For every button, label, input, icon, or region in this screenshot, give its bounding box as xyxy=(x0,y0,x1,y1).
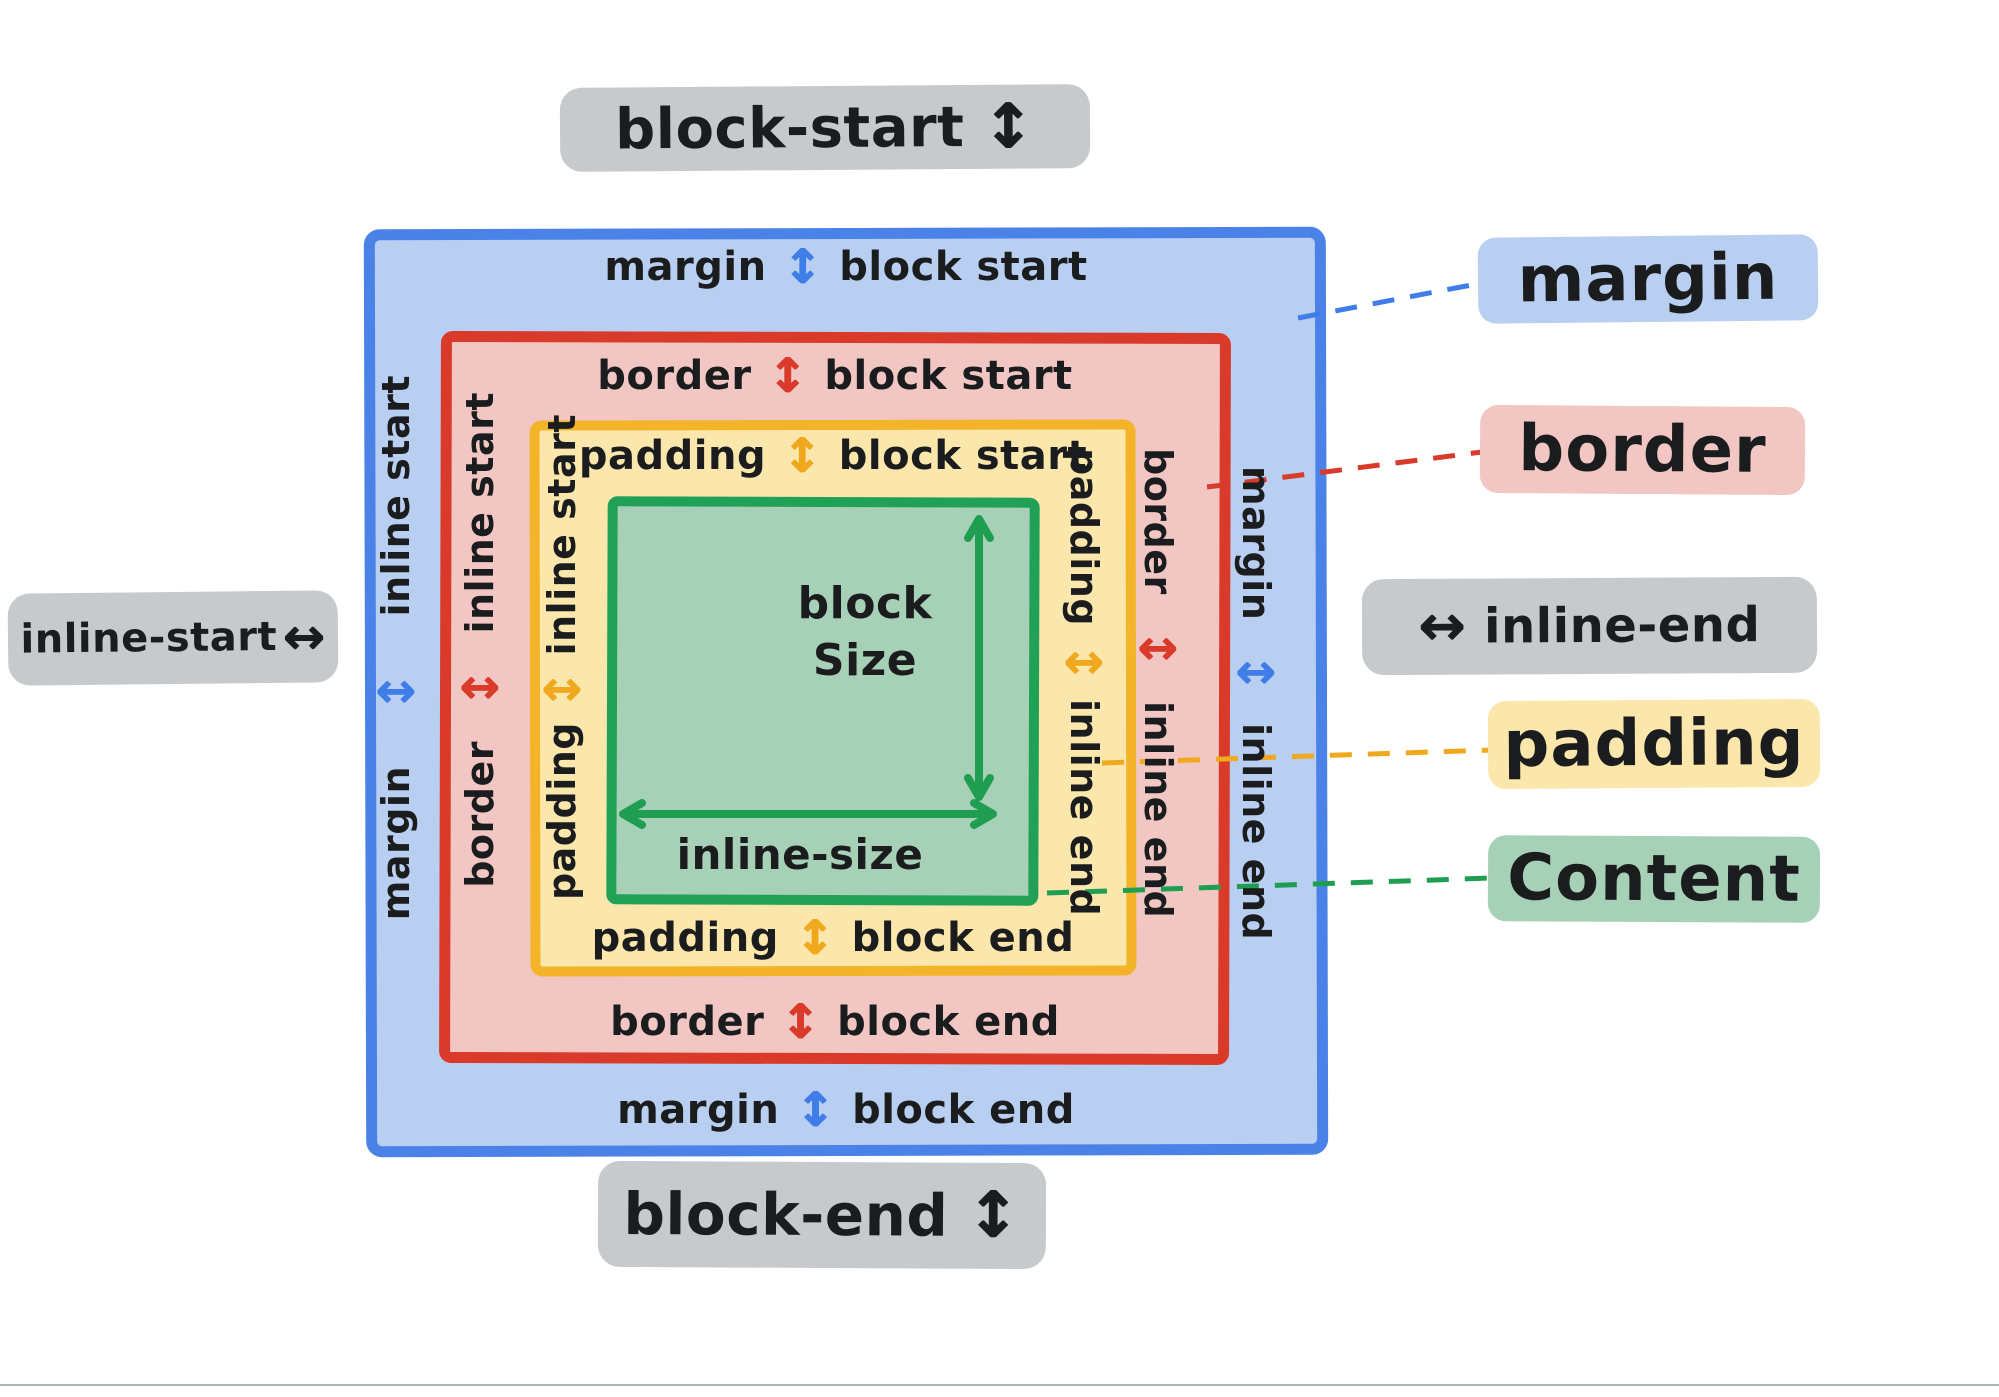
edge-label-border-inline-end: border ↔ inline end xyxy=(1130,448,1186,918)
padding-block-start-arrow-icon: ↕ xyxy=(782,428,823,484)
side-name: inline start xyxy=(540,414,584,656)
edge-label-margin-inline-end: margin ↔ inline end xyxy=(1228,466,1284,940)
inline-size-label: inline-size xyxy=(676,830,924,879)
axis-label-block-end: block-end xyxy=(623,1179,949,1250)
edge-label-padding-block-start: padding ↕ block start xyxy=(530,432,1136,480)
block-size-label-line1: block xyxy=(797,578,933,629)
edge-label-margin-block-end: margin ↕ block end xyxy=(365,1086,1327,1134)
side-name: block start xyxy=(838,433,1088,479)
edge-label-padding-inline-start: inline start ↔ padding xyxy=(534,414,590,900)
edge-label-border-block-start: border ↕ block start xyxy=(440,352,1230,400)
layer-name: margin xyxy=(604,244,767,290)
padding-block-end-arrow-icon: ↕ xyxy=(794,910,836,966)
axis-pill-inline-end: ↔ inline-end xyxy=(1361,576,1818,676)
margin-block-start-arrow-icon: ↕ xyxy=(782,239,824,295)
axis-label-inline-start: inline-start xyxy=(20,613,278,663)
layer-name: border xyxy=(597,353,752,399)
edge-label-border-block-end: border ↕ block end xyxy=(440,998,1230,1046)
layer-name: margin xyxy=(1234,466,1278,621)
side-name: inline end xyxy=(1136,700,1180,918)
side-name: inline end xyxy=(1062,698,1106,916)
side-name: inline start xyxy=(374,375,418,617)
side-name: block end xyxy=(851,915,1075,961)
legend-item-content: Content xyxy=(1487,835,1821,923)
side-name: block end xyxy=(837,999,1060,1045)
legend-label-margin: margin xyxy=(1517,240,1779,318)
edge-label-padding-block-end: padding ↕ block end xyxy=(530,914,1136,962)
inline-end-arrow-icon: ↔ xyxy=(1418,593,1467,659)
margin-inline-end-arrow-icon: ↔ xyxy=(1235,643,1277,700)
layer-name: border xyxy=(458,741,502,888)
layer-name: margin xyxy=(374,765,418,920)
legend-label-border: border xyxy=(1518,412,1767,488)
axis-pill-block-start: block-start ↕ xyxy=(559,84,1091,172)
margin-block-end-arrow-icon: ↕ xyxy=(795,1082,837,1138)
border-block-end-arrow-icon: ↕ xyxy=(780,994,822,1050)
axis-pill-block-end: block-end ↕ xyxy=(597,1160,1047,1270)
side-name: inline end xyxy=(1234,722,1278,940)
padding-inline-start-arrow-icon: ↔ xyxy=(541,660,583,717)
edge-label-padding-inline-end: padding ↔ inline end xyxy=(1056,448,1112,916)
layer-name: padding xyxy=(591,915,779,961)
layer-name: padding xyxy=(540,721,584,900)
side-name: block start xyxy=(824,353,1073,399)
border-block-start-arrow-icon: ↕ xyxy=(767,348,809,404)
legend-label-content: Content xyxy=(1506,841,1802,917)
edge-label-margin-inline-start: inline start ↔ margin xyxy=(368,375,424,920)
side-name: inline start xyxy=(458,392,502,634)
side-name: block end xyxy=(852,1087,1075,1133)
block-start-arrow-icon: ↕ xyxy=(982,89,1036,163)
legend-item-border: border xyxy=(1479,404,1806,496)
border-inline-end-arrow-icon: ↔ xyxy=(1137,619,1179,676)
edge-label-border-inline-start: inline start ↔ border xyxy=(452,392,508,888)
margin-inline-start-arrow-icon: ↔ xyxy=(375,663,417,720)
layer-name: padding xyxy=(578,433,767,479)
block-size-label-line2: Size xyxy=(812,635,918,687)
block-end-arrow-icon: ↕ xyxy=(966,1178,1021,1254)
legend-item-padding: padding xyxy=(1487,698,1821,790)
axis-pill-inline-start: inline-start ↔ xyxy=(7,590,339,686)
axis-label-inline-end: inline-end xyxy=(1483,597,1761,655)
block-size-label: block Size xyxy=(780,575,950,689)
legend-label-padding: padding xyxy=(1503,705,1805,783)
inline-start-arrow-icon: ↔ xyxy=(282,607,326,666)
side-name: block start xyxy=(839,244,1088,290)
page-bottom-rule xyxy=(0,1384,1999,1386)
layer-name: padding xyxy=(1062,448,1106,627)
legend-item-margin: margin xyxy=(1477,234,1819,324)
layer-name: margin xyxy=(617,1087,780,1133)
layer-name: border xyxy=(1136,448,1180,595)
layer-name: border xyxy=(610,999,765,1045)
padding-inline-end-arrow-icon: ↔ xyxy=(1063,634,1105,691)
axis-label-block-start: block-start xyxy=(614,94,965,162)
border-inline-start-arrow-icon: ↔ xyxy=(459,659,501,716)
edge-label-margin-block-start: margin ↕ block start xyxy=(365,243,1327,291)
